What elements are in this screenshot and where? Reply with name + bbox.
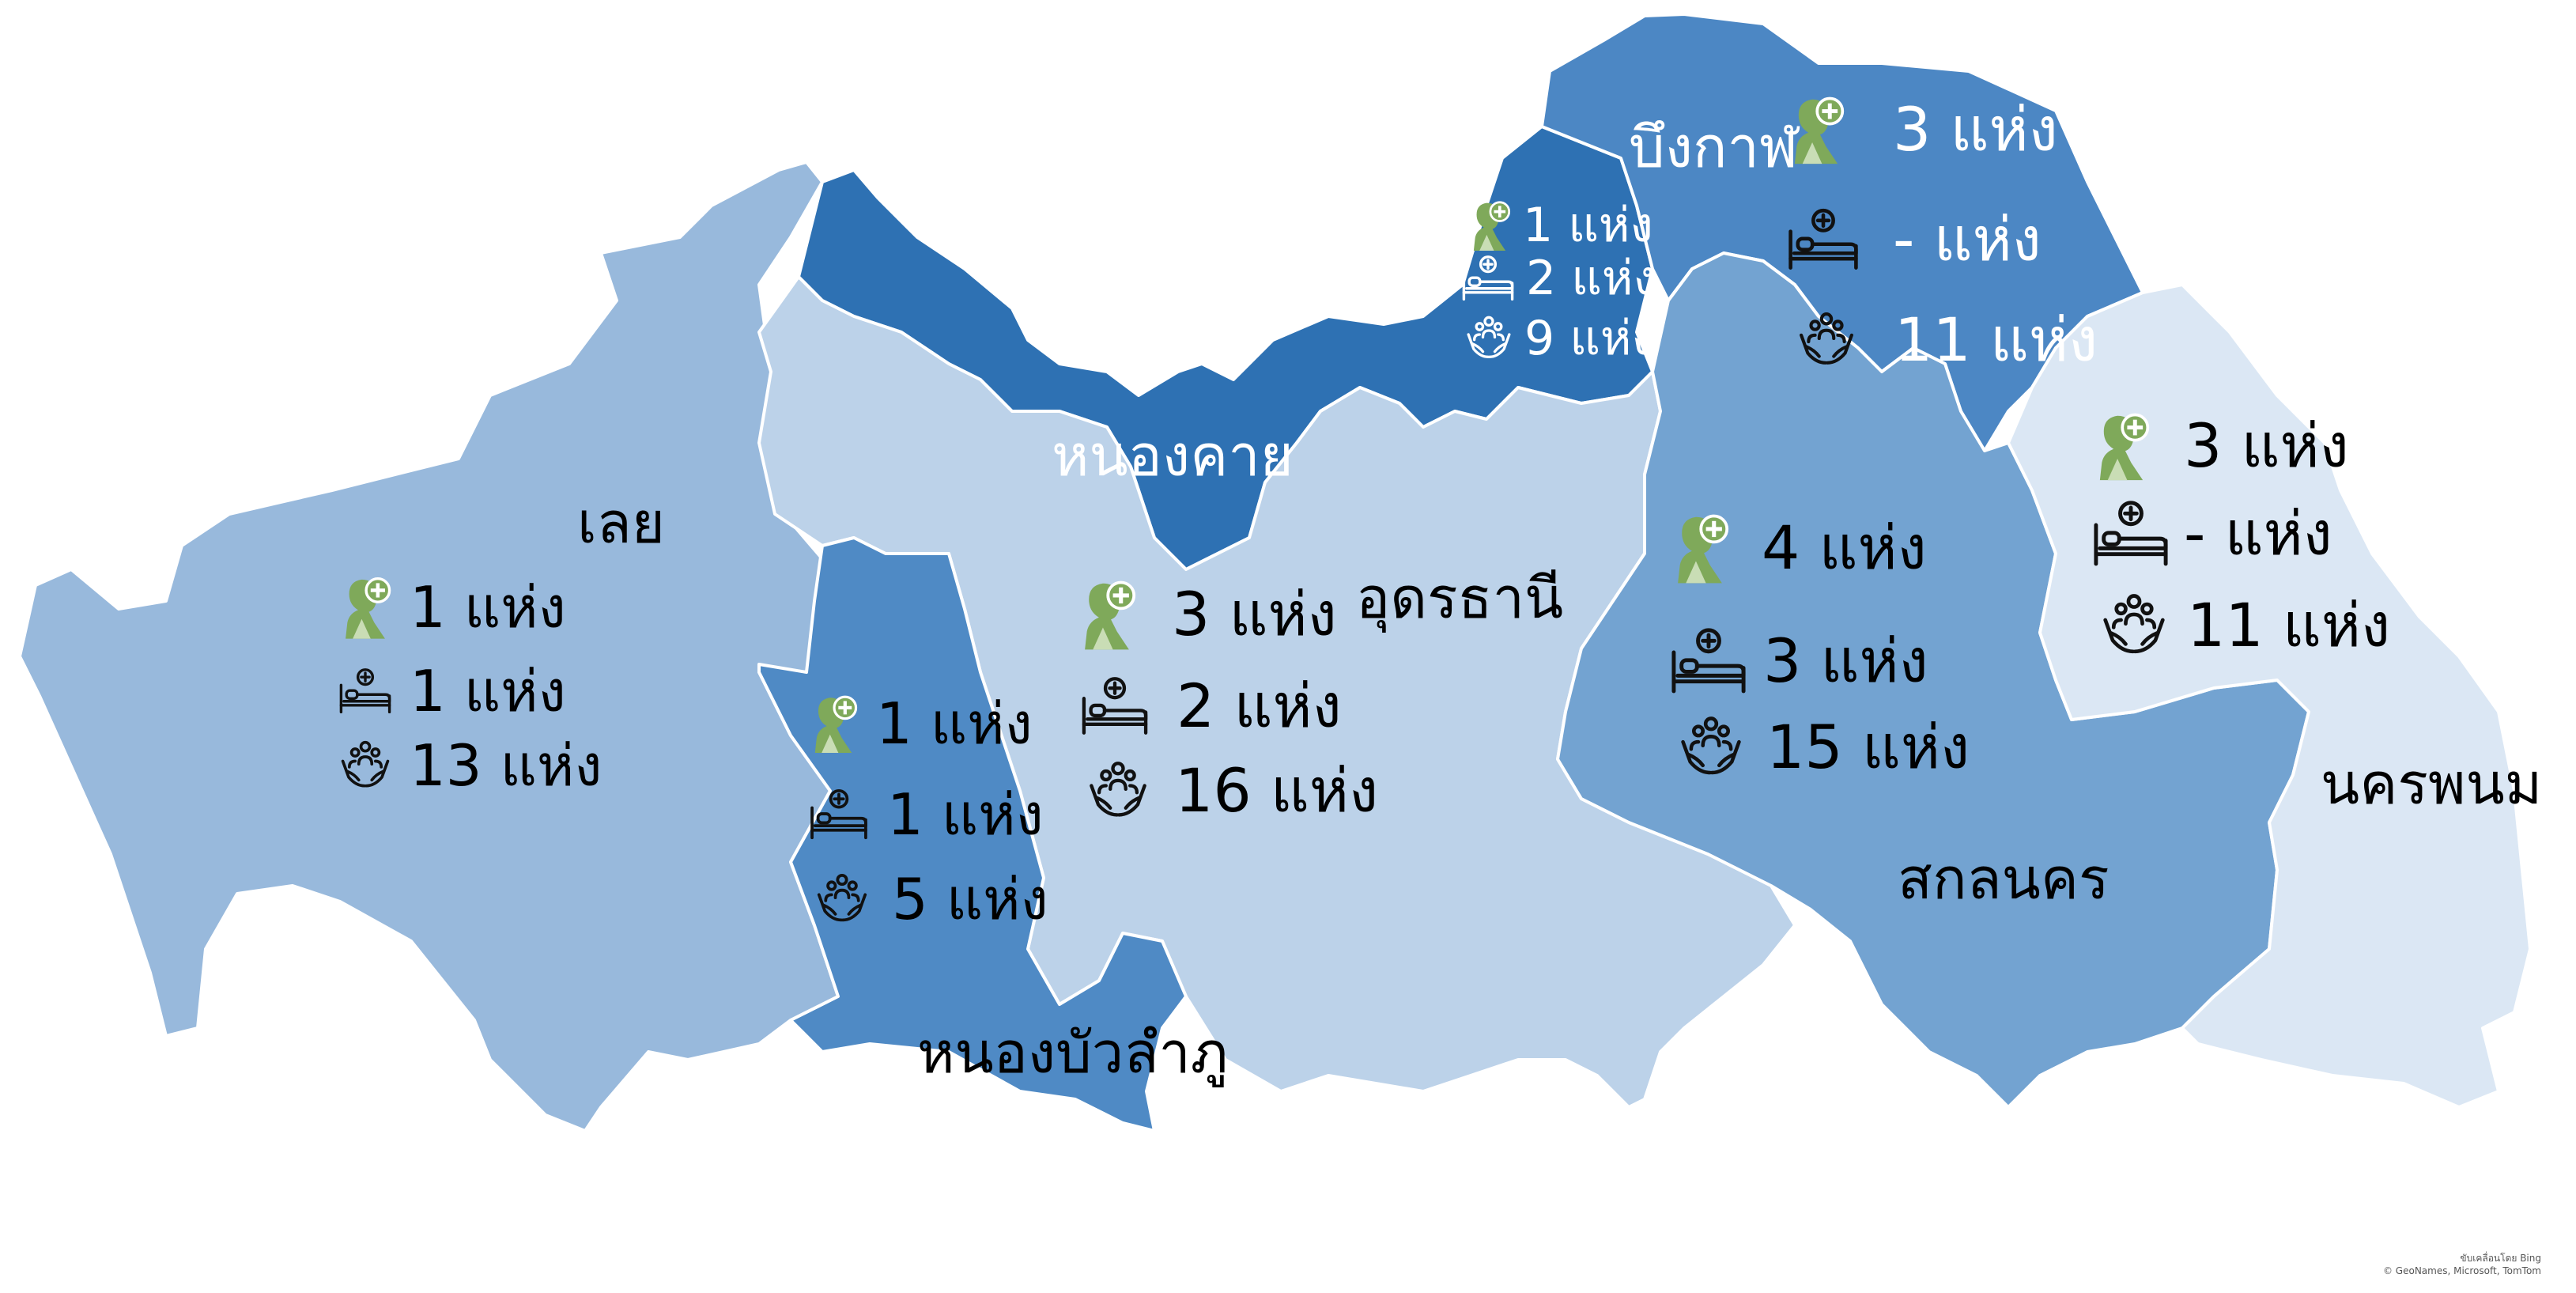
stat-value: 1 แห่ง [410, 658, 566, 724]
care-hands-icon [2102, 592, 2166, 660]
stat-value: 2 แห่ง [1177, 671, 1342, 741]
map-attribution: ขับเคลื่อนโดย Bing © GeoNames, Microsoft… [2383, 1252, 2541, 1277]
stat-value: - แห่ง [1893, 204, 2042, 274]
stat-row: 9 แห่ง [1464, 315, 1655, 362]
stat-value: 5 แห่ง [892, 866, 1048, 932]
stat-value: 1 แห่ง [887, 781, 1044, 848]
doctor-icon [2092, 411, 2151, 481]
province-name-loei: เลย [577, 490, 665, 556]
care-hands-icon [338, 739, 392, 792]
care-hands-icon [1464, 315, 1513, 362]
stat-row: 1 แห่ง [808, 694, 1033, 753]
stat-value: 16 แห่ง [1175, 755, 1379, 826]
stat-value: 3 แห่ง [1172, 579, 1337, 649]
stat-row: 3 แห่ง [1077, 579, 1337, 650]
region-loei[interactable] [18, 161, 856, 1132]
stat-row: 2 แห่ง [1077, 676, 1342, 736]
stat-value: 13 แห่ง [410, 732, 602, 799]
care-hands-icon [816, 870, 868, 928]
doctor-icon [338, 576, 392, 639]
attribution-line-1: ขับเคลื่อนโดย Bing [2460, 1253, 2541, 1264]
doctor-icon [1670, 512, 1730, 584]
stat-row: 5 แห่ง [816, 870, 1048, 928]
doctor-icon [1077, 579, 1137, 650]
stat-row: 1 แห่ง [338, 576, 566, 639]
stat-value: 1 แห่ง [876, 690, 1033, 757]
stat-value: - แห่ง [2184, 498, 2332, 569]
stat-value: 1 แห่ง [410, 574, 566, 641]
stat-value: 3 แห่ง [2184, 410, 2349, 481]
care-hands-icon [1798, 310, 1855, 370]
stat-row: 11 แห่ง [1798, 310, 2098, 370]
stat-value: 4 แห่ง [1762, 512, 1927, 583]
doctor-icon [1787, 95, 1845, 164]
doctor-icon [1467, 200, 1512, 251]
attribution-line-2: © GeoNames, Microsoft, TomTom [2382, 1265, 2541, 1276]
stat-row: 3 แห่ง [1787, 95, 2058, 164]
stat-row: 1 แห่ง [338, 663, 566, 720]
care-hands-icon [1679, 712, 1743, 783]
stat-value: 2 แห่ง [1526, 251, 1656, 306]
stat-row: - แห่ง [2092, 500, 2332, 568]
stat-value: 11 แห่ง [1894, 304, 2098, 375]
province-name-bueng-kan: บึงกาฬ [1629, 114, 1799, 180]
stat-row: 11 แห่ง [2102, 592, 2390, 660]
care-hands-icon [1088, 758, 1148, 824]
stat-row: 1 แห่ง [1467, 200, 1653, 251]
doctor-icon [808, 694, 859, 753]
region-nong-bua-lam-phu[interactable] [757, 536, 1188, 1132]
province-name-nong-khai: หนองคาย [1052, 422, 1294, 489]
stat-row: 15 แห่ง [1679, 712, 1970, 783]
province-name-udon-thani: อุดรธานี [1356, 565, 1564, 631]
stat-value: 3 แห่ง [1893, 94, 2058, 164]
hospital-bed-icon [1077, 676, 1153, 736]
stat-row: 4 แห่ง [1670, 512, 1927, 584]
region-nakhon-phanom[interactable] [2007, 283, 2532, 1109]
stat-value: 15 แห่ง [1766, 712, 1970, 782]
stat-row: 3 แห่ง [2092, 411, 2349, 481]
stat-row: 16 แห่ง [1088, 758, 1378, 824]
hospital-bed-icon [2092, 500, 2170, 568]
hospital-bed-icon [1787, 206, 1860, 274]
hospital-bed-icon [808, 788, 870, 841]
stat-value: 1 แห่ง [1523, 198, 1653, 253]
stat-value: 3 แห่ง [1763, 626, 1928, 696]
province-name-nakhon-phanom: นครพนม [2321, 750, 2543, 817]
hospital-bed-icon [1670, 625, 1747, 698]
stat-row: 3 แห่ง [1670, 625, 1928, 698]
stat-row: 2 แห่ง [1461, 255, 1656, 302]
stat-value: 11 แห่ง [2187, 590, 2391, 660]
stat-row: 1 แห่ง [808, 786, 1044, 843]
province-name-sakon-nakhon: สกลนคร [1898, 845, 2110, 912]
hospital-bed-icon [338, 667, 392, 715]
hospital-bed-icon [1461, 255, 1515, 302]
stat-row: 13 แห่ง [338, 737, 602, 794]
stat-row: - แห่ง [1787, 206, 2042, 274]
stat-value: 9 แห่ง [1524, 311, 1655, 366]
province-name-nong-bua-lam-phu: หนองบัวลำภู [917, 1019, 1229, 1086]
